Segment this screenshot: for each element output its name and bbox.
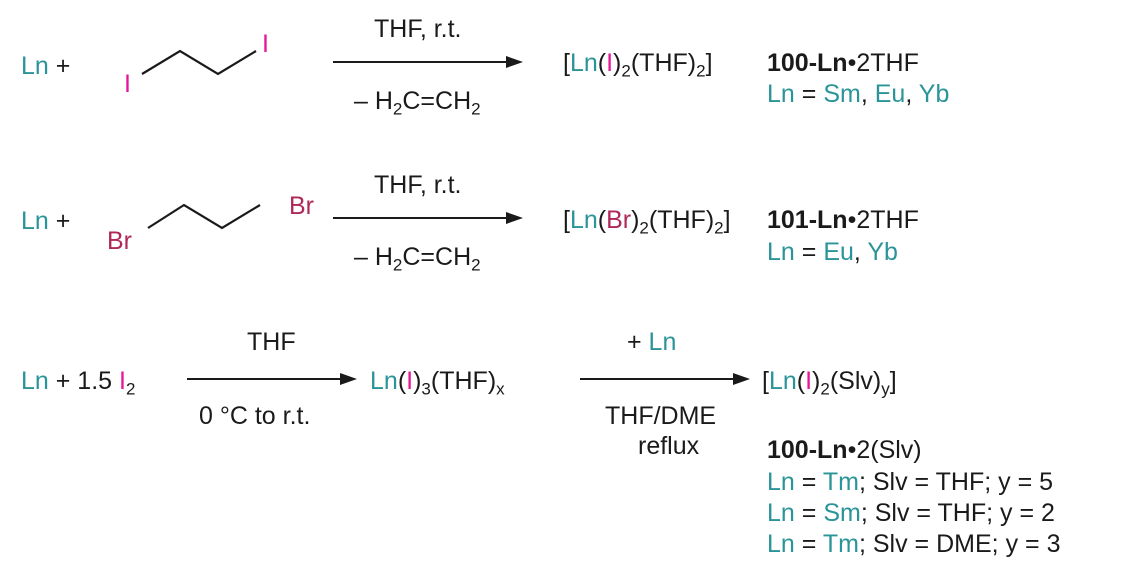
reaction3-arrow2-head (733, 373, 750, 385)
reaction2-condition-below: – H2C=CH2 (354, 243, 481, 275)
reaction1-metal-list: Ln = Sm, Eu, Yb (767, 80, 950, 108)
reaction1-condition-below: – H2C=CH2 (354, 87, 481, 119)
reaction3-variant-3: Ln = Tm; Slv = DME; y = 3 (767, 530, 1061, 558)
plus-sign: + (48, 52, 71, 80)
diiodoethane-bonds (141, 49, 257, 76)
dibromoethane-bromine-right: Br (289, 192, 314, 220)
reaction2-compound-label: 101-Ln•2THF (767, 206, 919, 234)
reaction3-variant-1: Ln = Tm; Slv = THF; y = 5 (767, 468, 1054, 496)
reaction2-product-formula: [Ln(Br)2(THF)2] (563, 206, 731, 238)
reaction2-metal-list: Ln = Eu, Yb (767, 238, 898, 266)
reaction3-condition1-above: THF (247, 328, 296, 356)
reaction3-condition2-below-1: THF/DME (605, 402, 717, 430)
reaction3-compound-label: 100-Ln•2(Slv) (767, 436, 922, 464)
reaction1-reactant: Ln + (21, 54, 70, 79)
reaction2-reactant: Ln + (21, 207, 71, 235)
reaction1-product-formula: [Ln(I)2(THF)2] (563, 49, 713, 81)
reaction1-arrowhead (506, 56, 523, 68)
diiodoethane-iodine-left: I (124, 70, 131, 98)
reaction3-condition2-below-2: reflux (638, 432, 700, 460)
reaction1-compound-label: 100-Ln•2THF (767, 49, 919, 77)
reaction3-condition1-below: 0 °C to r.t. (199, 402, 311, 430)
reaction3-reactants: Ln + 1.5 I2 (21, 367, 136, 399)
reaction3-product-formula: [Ln(I)2(Slv)y] (762, 367, 897, 399)
dibromoethane-bromine-left: Br (107, 227, 132, 255)
reaction3-arrow1-head (340, 373, 357, 385)
reaction3-variant-2: Ln = Sm; Slv = THF; y = 2 (767, 499, 1055, 527)
reaction1-condition-above: THF, r.t. (374, 15, 462, 43)
reaction2-condition-above: THF, r.t. (374, 171, 462, 199)
reaction2-arrowhead (506, 212, 523, 224)
reaction3-intermediate: Ln(I)3(THF)x (370, 367, 505, 399)
lanthanide-symbol: Ln (21, 52, 49, 80)
dibromoethane-bonds (147, 203, 261, 230)
diiodoethane-iodine-right: I (262, 30, 269, 58)
reaction3-condition2-above: + Ln (627, 328, 677, 356)
